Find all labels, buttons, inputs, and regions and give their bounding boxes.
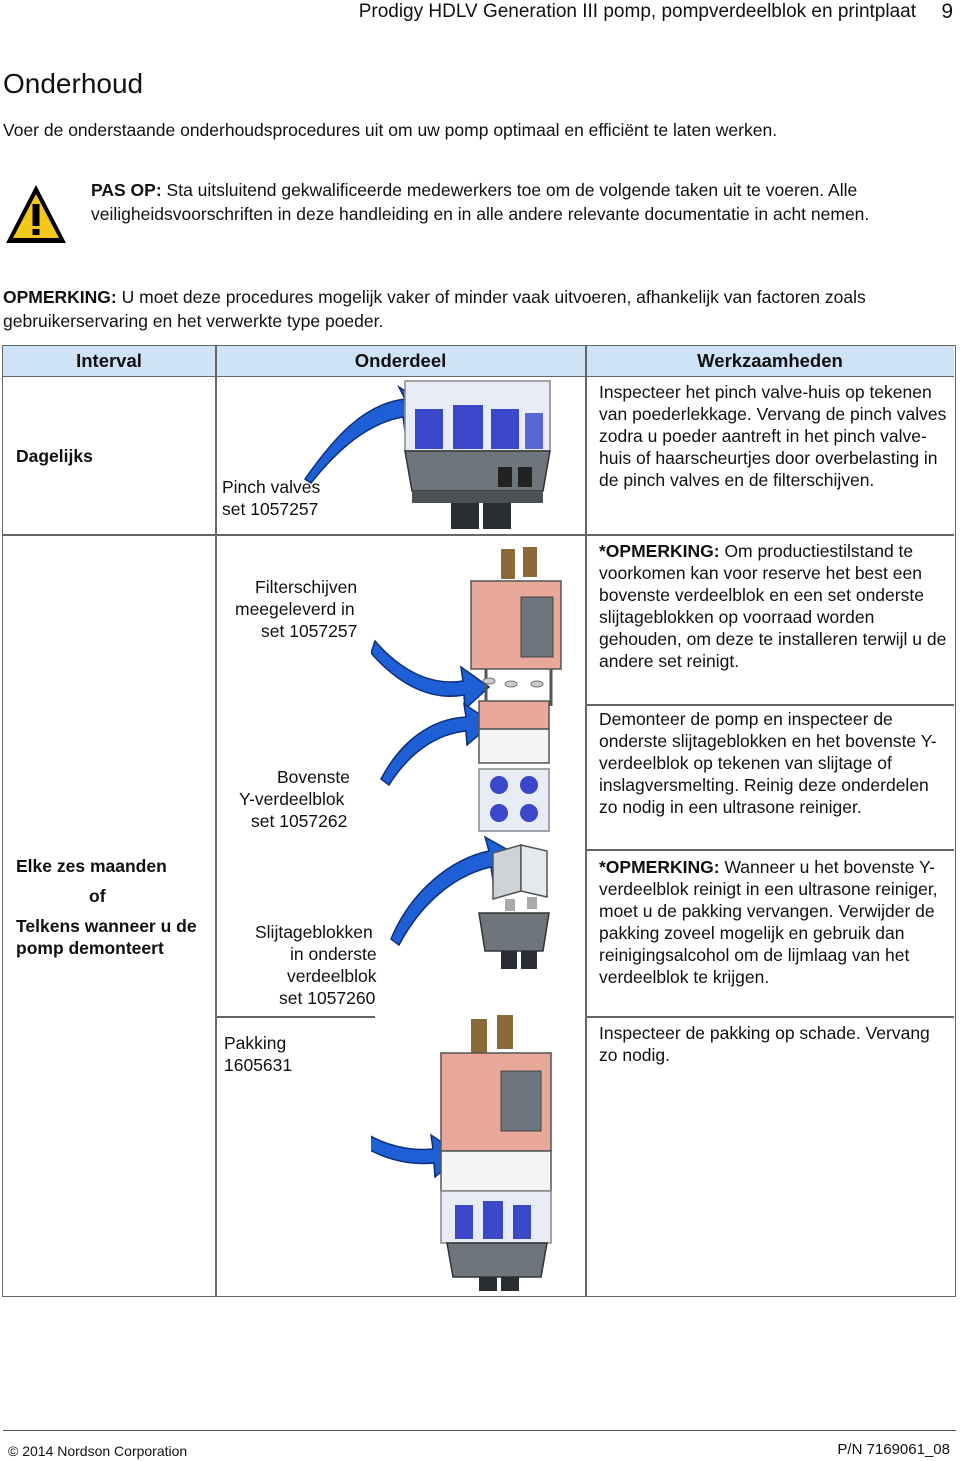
part-wear-blocks: Slijtageblokken [255,922,373,942]
part-gasket-number: 1605631 [224,1055,293,1075]
interval-disassembly: Telkens wanneer u de pomp demonteert [16,916,197,958]
footer-divider [3,1430,956,1431]
part-pinch-valves-set: set 1057257 [222,499,319,519]
header-part: Onderdeel [354,350,447,371]
footer-part-number: P/N 7169061_08 [837,1441,950,1458]
exploded-pump-illustration [371,547,562,1291]
caution-text: Sta uitsluitend gekwalificeerde medewerk… [91,180,870,224]
page-header-title: Prodigy HDLV Generation III pomp, pompve… [358,1,916,22]
part-gasket: Pakking [224,1033,287,1053]
row-divider [585,849,954,851]
warning-triangle-icon [6,185,66,243]
part-wear-blocks-lower: in onderste [290,944,377,964]
work-note-spare-label: *OPMERKING: [599,541,720,561]
work-inspect-gasket: Inspecteer de pakking op schade. Vervang… [599,1023,930,1065]
work-note-spare: *OPMERKING: Om productiestilstand te voo… [599,540,949,672]
row-divider [215,1016,375,1018]
work-pinch-valves: Inspecteer het pinch valve-huis op teken… [599,382,947,490]
part-filter-discs: Filterschijven [255,577,358,597]
row-divider [3,534,954,536]
note-block: OPMERKING: U moet deze procedures mogeli… [3,285,943,333]
note-label: OPMERKING: [3,287,117,307]
pinch-valve-pump-illustration [303,380,551,529]
part-wear-blocks-manifold: verdeelblok [287,966,377,986]
maintenance-table: Interval Onderdeel Werkzaamheden Dagelij… [2,345,956,1297]
section-title: Onderhoud [3,68,144,99]
interval-daily: Dagelijks [16,446,93,466]
caution-block: PAS OP: Sta uitsluitend gekwalificeerde … [91,178,941,226]
note-text: U moet deze procedures mogelijk vaker of… [3,287,866,331]
page-number: 9 [941,0,953,23]
part-upper-manifold: Bovenste [277,767,350,787]
work-disassemble-inspect: Demonteer de pomp en inspecteer de onder… [599,709,937,817]
part-pinch-valves: Pinch valves [222,477,321,497]
part-wear-blocks-set: set 1057260 [279,988,376,1008]
part-upper-manifold-set: set 1057262 [251,811,348,831]
part-upper-manifold-name: Y-verdeelblok [239,789,345,809]
part-filter-discs-included: meegeleverd in [235,599,355,619]
work-note-gasket-label: *OPMERKING: [599,857,720,877]
table-header-row [3,346,954,377]
column-divider [585,346,587,1296]
intro-text: Voer de onderstaande onderhoudsprocedure… [3,120,778,140]
footer-copyright: © 2014 Nordson Corporation [8,1443,188,1459]
caution-label: PAS OP: [91,180,162,200]
header-interval: Interval [76,350,142,371]
column-divider [215,346,217,1296]
work-note-gasket-text: Wanneer u het bovenste Y-verdeelblok rei… [599,857,938,987]
row-divider [585,1016,954,1018]
work-note-spare-text: Om productiestilstand te voorkomen kan v… [599,541,947,671]
part-filter-discs-set: set 1057257 [261,621,358,641]
row-divider [585,704,954,706]
header-work: Werkzaamheden [697,350,843,371]
work-note-gasket: *OPMERKING: Wanneer u het bovenste Y-ver… [599,856,951,988]
interval-six-months: Elke zes maanden [16,856,167,876]
interval-or: of [89,886,106,906]
